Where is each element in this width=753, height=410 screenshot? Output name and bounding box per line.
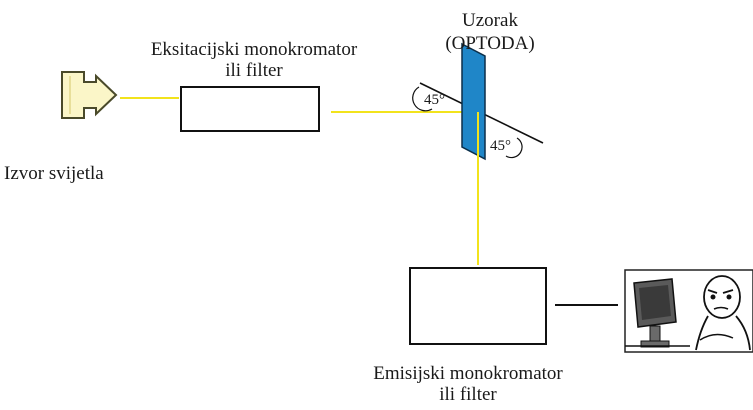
label-light-source: Izvor svijetla [4,163,104,184]
angle-arc-top [412,86,433,112]
excitation-monochromator-box [180,86,320,132]
label-angle-top: 45° [424,92,445,108]
label-sample-line2: (OPTODA) [445,33,534,54]
emission-monochromator-box [409,267,547,345]
label-excitation-line1: Eksitacijski monokromator [151,39,358,60]
light-source-icon [61,71,118,119]
label-angle-bottom: 45° [490,138,511,154]
label-excitation-line2: ili filter [225,60,283,81]
label-emission-line2: ili filter [439,384,497,405]
label-sample-line1: Uzorak [462,10,518,31]
sample-optode [461,42,486,161]
angle-arc-bottom [505,137,523,159]
label-emission-line1: Emisijski monokromator [373,363,563,384]
person-at-computer-icon [624,269,753,353]
